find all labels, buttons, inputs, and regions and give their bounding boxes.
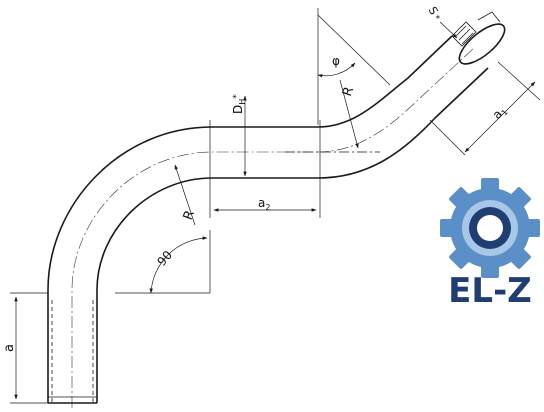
dimension-angle-90: 90 [115, 230, 211, 294]
dimension-angle-phi: φ [317, 8, 391, 125]
pipe-centerline [71, 47, 475, 408]
gear-icon [440, 178, 540, 278]
pipe-body [47, 11, 506, 408]
label-a: a [2, 344, 17, 352]
label-diameter: DH* [231, 94, 247, 114]
label-a2: a2 [258, 196, 270, 212]
pipe-inner-contour [96, 67, 489, 403]
label-phi: φ [332, 54, 340, 68]
wall-section-hatch [451, 11, 501, 47]
dimension-a: a [2, 292, 48, 404]
pipe-outer-contour [47, 35, 453, 403]
pipe-end-top [458, 23, 506, 65]
label-a1: a1 [490, 103, 510, 123]
logo-text: EL-Z [448, 271, 532, 311]
dimension-a1: a1 [429, 61, 541, 156]
dimension-radius-upper: R [285, 79, 380, 153]
logo: EL-Z [440, 178, 540, 311]
label-wall: S* [426, 5, 444, 24]
dimension-radius-lower: R [174, 164, 198, 226]
dimension-a2: a2 [209, 120, 321, 218]
label-radius-lower: R [181, 208, 198, 222]
dimension-diameter: DH* [231, 94, 247, 177]
label-radius-upper: R [340, 85, 357, 99]
dimension-wall: S* [426, 5, 458, 39]
